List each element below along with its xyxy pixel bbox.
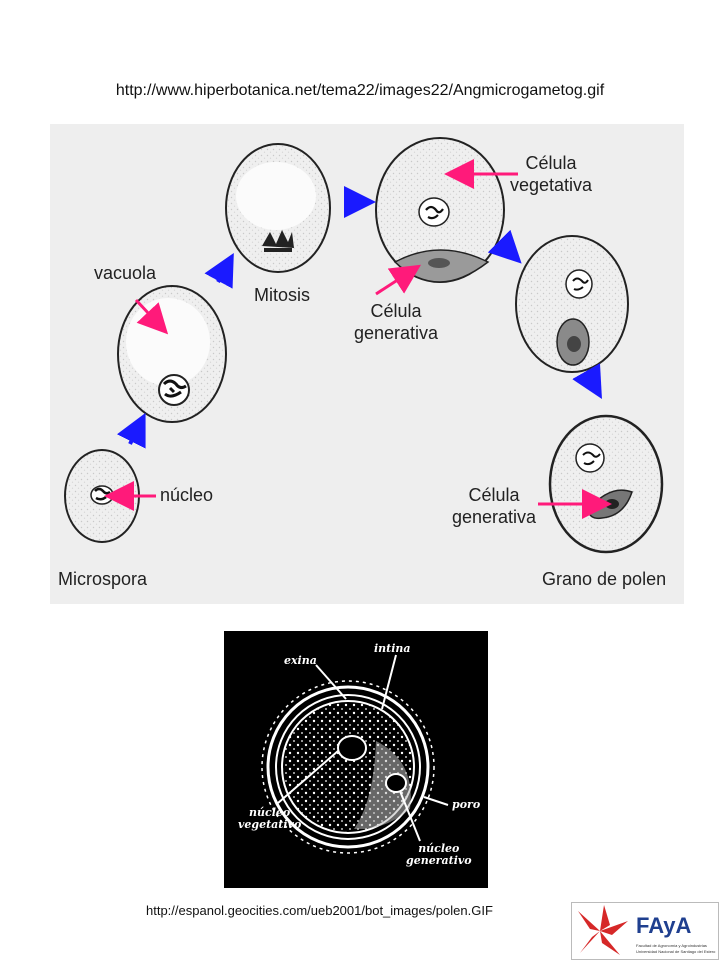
label-exina: exina (284, 654, 317, 667)
bicellular-cell (375, 137, 505, 283)
faya-logo: FAyA Facultad de Agronomía y Agroindustr… (571, 902, 719, 960)
label-celula-vegetativa-line1: Célula (525, 153, 577, 173)
logo-subtitle-1: Facultad de Agronomía y Agroindustrias (636, 943, 707, 948)
label-nucleo-vegetativo: núcleo vegetativo (238, 807, 301, 831)
faya-logo-mark: FAyA Facultad de Agronomía y Agroindustr… (578, 905, 716, 955)
pollen-structure-drawing (261, 654, 449, 854)
pointer-nucleo-vegetativo (277, 750, 339, 804)
label-grano-de-polen: Grano de polen (542, 569, 667, 589)
label-nucleo-generativo: núcleo generativo (406, 843, 472, 867)
label-celula-generativa-mid: Célula generativa (354, 300, 438, 344)
pollen-developing-cell (515, 235, 629, 373)
vacuolate-microspore-cell (117, 285, 227, 423)
mitosis-cell (225, 143, 331, 273)
label-celula-generativa-right-line2: generativa (452, 507, 537, 527)
mature-pollen-grain (548, 414, 664, 554)
arrow-1 (116, 412, 146, 449)
diagram-drawing (64, 137, 664, 554)
arrow-2 (204, 252, 234, 289)
source-url-top[interactable]: http://www.hiperbotanica.net/tema22/imag… (115, 82, 605, 99)
label-nucleo: núcleo (160, 485, 214, 505)
label-nucleo-vegetativo-line1: núcleo (249, 806, 291, 819)
label-vacuola: vacuola (94, 263, 157, 283)
label-celula-generativa-mid-line1: Célula (370, 301, 422, 321)
label-nucleo-generativo-line2: generativo (406, 854, 472, 867)
pointer-nucleo-generativo (399, 790, 421, 842)
pollen-structure-diagram: exina intina núcleo vegetativo poro núcl… (224, 631, 488, 888)
arrow-4 (487, 229, 522, 264)
label-poro: poro (452, 798, 481, 811)
label-intina: intina (374, 642, 411, 655)
label-mitosis: Mitosis (254, 285, 311, 305)
pointer-vacuola (134, 298, 169, 335)
flower-icon (578, 905, 628, 955)
pointer-celula-generativa-mid (375, 264, 422, 296)
source-url-bottom[interactable]: http://espanol.geocities.com/ueb2001/bot… (146, 903, 493, 918)
label-celula-vegetativa-line2: vegetativa (510, 175, 593, 195)
label-nucleo-vegetativo-line2: vegetativo (238, 818, 302, 831)
label-celula-generativa-mid-line2: generativa (354, 323, 439, 343)
pointer-exina (315, 664, 347, 700)
pointer-intina (381, 654, 397, 710)
label-celula-vegetativa: Célula vegetativa (510, 152, 592, 196)
label-microspora: Microspora (58, 569, 148, 589)
logo-text: FAyA (636, 913, 692, 938)
progression-arrows (116, 186, 602, 449)
logo-subtitle-2: Universidad Nacional de Santiago del Est… (636, 949, 716, 954)
arrow-5 (572, 363, 602, 399)
label-pointers (104, 159, 612, 519)
microgametogenesis-diagram: vacuola Mitosis Célula vegetativa Célula… (50, 124, 684, 604)
label-celula-generativa-right: Célula generativa (452, 484, 536, 528)
label-nucleo-generativo-line1: núcleo (418, 842, 460, 855)
pointer-poro (423, 796, 449, 806)
label-celula-generativa-right-line1: Célula (468, 485, 520, 505)
